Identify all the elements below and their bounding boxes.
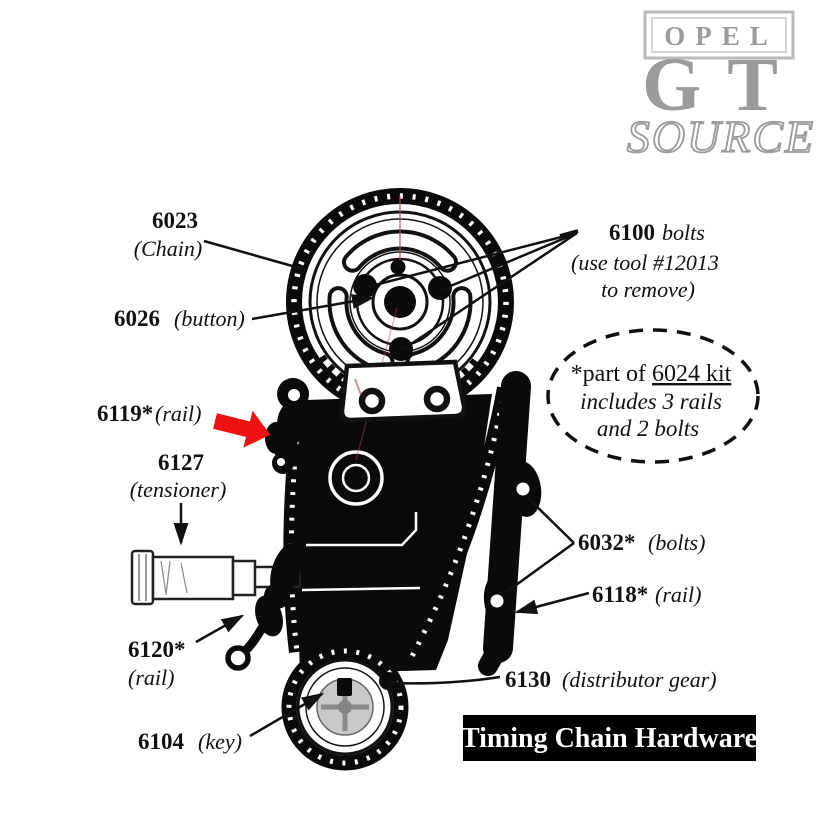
bolt-right — [428, 276, 452, 300]
label-6032: 6032* (bolts) — [578, 530, 705, 555]
label-6100-note1: (use tool #12013 — [571, 250, 719, 275]
leader-6130 — [388, 675, 501, 685]
leader-6104 — [249, 692, 325, 738]
label-6023-num: 6023 — [152, 208, 198, 233]
leader-6120 — [195, 614, 245, 644]
highlight-arrow-icon — [213, 410, 271, 448]
note-oval-line2: includes 3 rails — [580, 389, 722, 414]
label-6130: 6130 (distributor gear) — [505, 667, 717, 692]
title-banner: Timing Chain Hardware — [461, 715, 757, 761]
leader-6023 — [203, 239, 304, 271]
label-6026-desc: (button) — [174, 306, 245, 331]
label-6023: 6023 (Chain) — [134, 208, 202, 261]
label-6120-desc: (rail) — [128, 665, 174, 690]
label-6119: 6119* (rail) — [97, 401, 201, 426]
leader-6032-b — [504, 541, 575, 595]
rail-left-6119 — [265, 378, 309, 474]
leader-lines — [173, 229, 590, 738]
label-6100-desc: bolts — [662, 220, 705, 245]
title-banner-text: Timing Chain Hardware — [461, 723, 757, 754]
label-6032-desc: (bolts) — [648, 530, 705, 555]
label-6026: 6026 (button) — [114, 306, 245, 331]
logo: OPEL GT SOURCE — [626, 10, 815, 163]
label-6127-desc: (tensioner) — [130, 477, 227, 502]
crank-key — [337, 678, 352, 696]
label-6100-note2: to remove) — [601, 277, 695, 302]
leader-6100-c — [401, 231, 578, 352]
label-6100: 6100 bolts (use tool #12013 to remove) — [571, 220, 719, 302]
rail-6120 — [225, 543, 302, 671]
label-6100-num: 6100 — [609, 220, 655, 245]
logo-gt-text: GT — [642, 43, 804, 127]
logo-source-text: SOURCE — [627, 111, 815, 162]
rail-eyelet — [225, 645, 251, 671]
center-button — [384, 286, 416, 318]
tensioner-drawing — [130, 549, 301, 606]
label-6118-desc: (rail) — [655, 582, 701, 607]
label-6130-desc: (distributor gear) — [562, 667, 717, 692]
crankshaft-sprocket — [281, 643, 409, 771]
label-6104-desc: (key) — [198, 729, 242, 754]
label-6119-num: 6119* — [97, 401, 153, 426]
label-6127-num: 6127 — [158, 450, 204, 475]
label-6026-num: 6026 — [114, 306, 160, 331]
label-6032-num: 6032* — [578, 530, 636, 555]
leader-6100-a — [366, 231, 578, 289]
label-6118-num: 6118* — [592, 582, 648, 607]
label-6104-num: 6104 — [138, 729, 185, 754]
title-banner-box — [463, 715, 756, 761]
logo-opel-text: OPEL — [664, 21, 778, 51]
label-6119-desc: (rail) — [155, 401, 201, 426]
note-oval-line3: and 2 bolts — [597, 416, 699, 441]
leader-6118 — [514, 591, 590, 615]
label-6130-num: 6130 — [505, 667, 551, 692]
note-oval-border — [546, 328, 760, 464]
bolt-bottom — [389, 337, 413, 361]
label-6023-desc: (Chain) — [134, 236, 202, 261]
leader-6026 — [251, 294, 375, 321]
part-labels: 6023 (Chain) 6026 (button) 6100 bolts (u… — [97, 208, 719, 754]
leader-6100-b — [440, 231, 578, 292]
label-6127: 6127 (tensioner) — [130, 450, 227, 502]
leader-6032-a — [526, 496, 575, 544]
leader-6100-tick — [559, 229, 579, 238]
bolt-left — [353, 274, 377, 298]
label-6118: 6118* (rail) — [592, 582, 701, 607]
label-6120-num: 6120* — [128, 637, 186, 662]
label-6104: 6104 (key) — [138, 729, 242, 754]
label-6120: 6120* (rail) — [128, 637, 186, 690]
mount-bracket — [339, 359, 467, 423]
logo-opel-box — [643, 10, 795, 60]
